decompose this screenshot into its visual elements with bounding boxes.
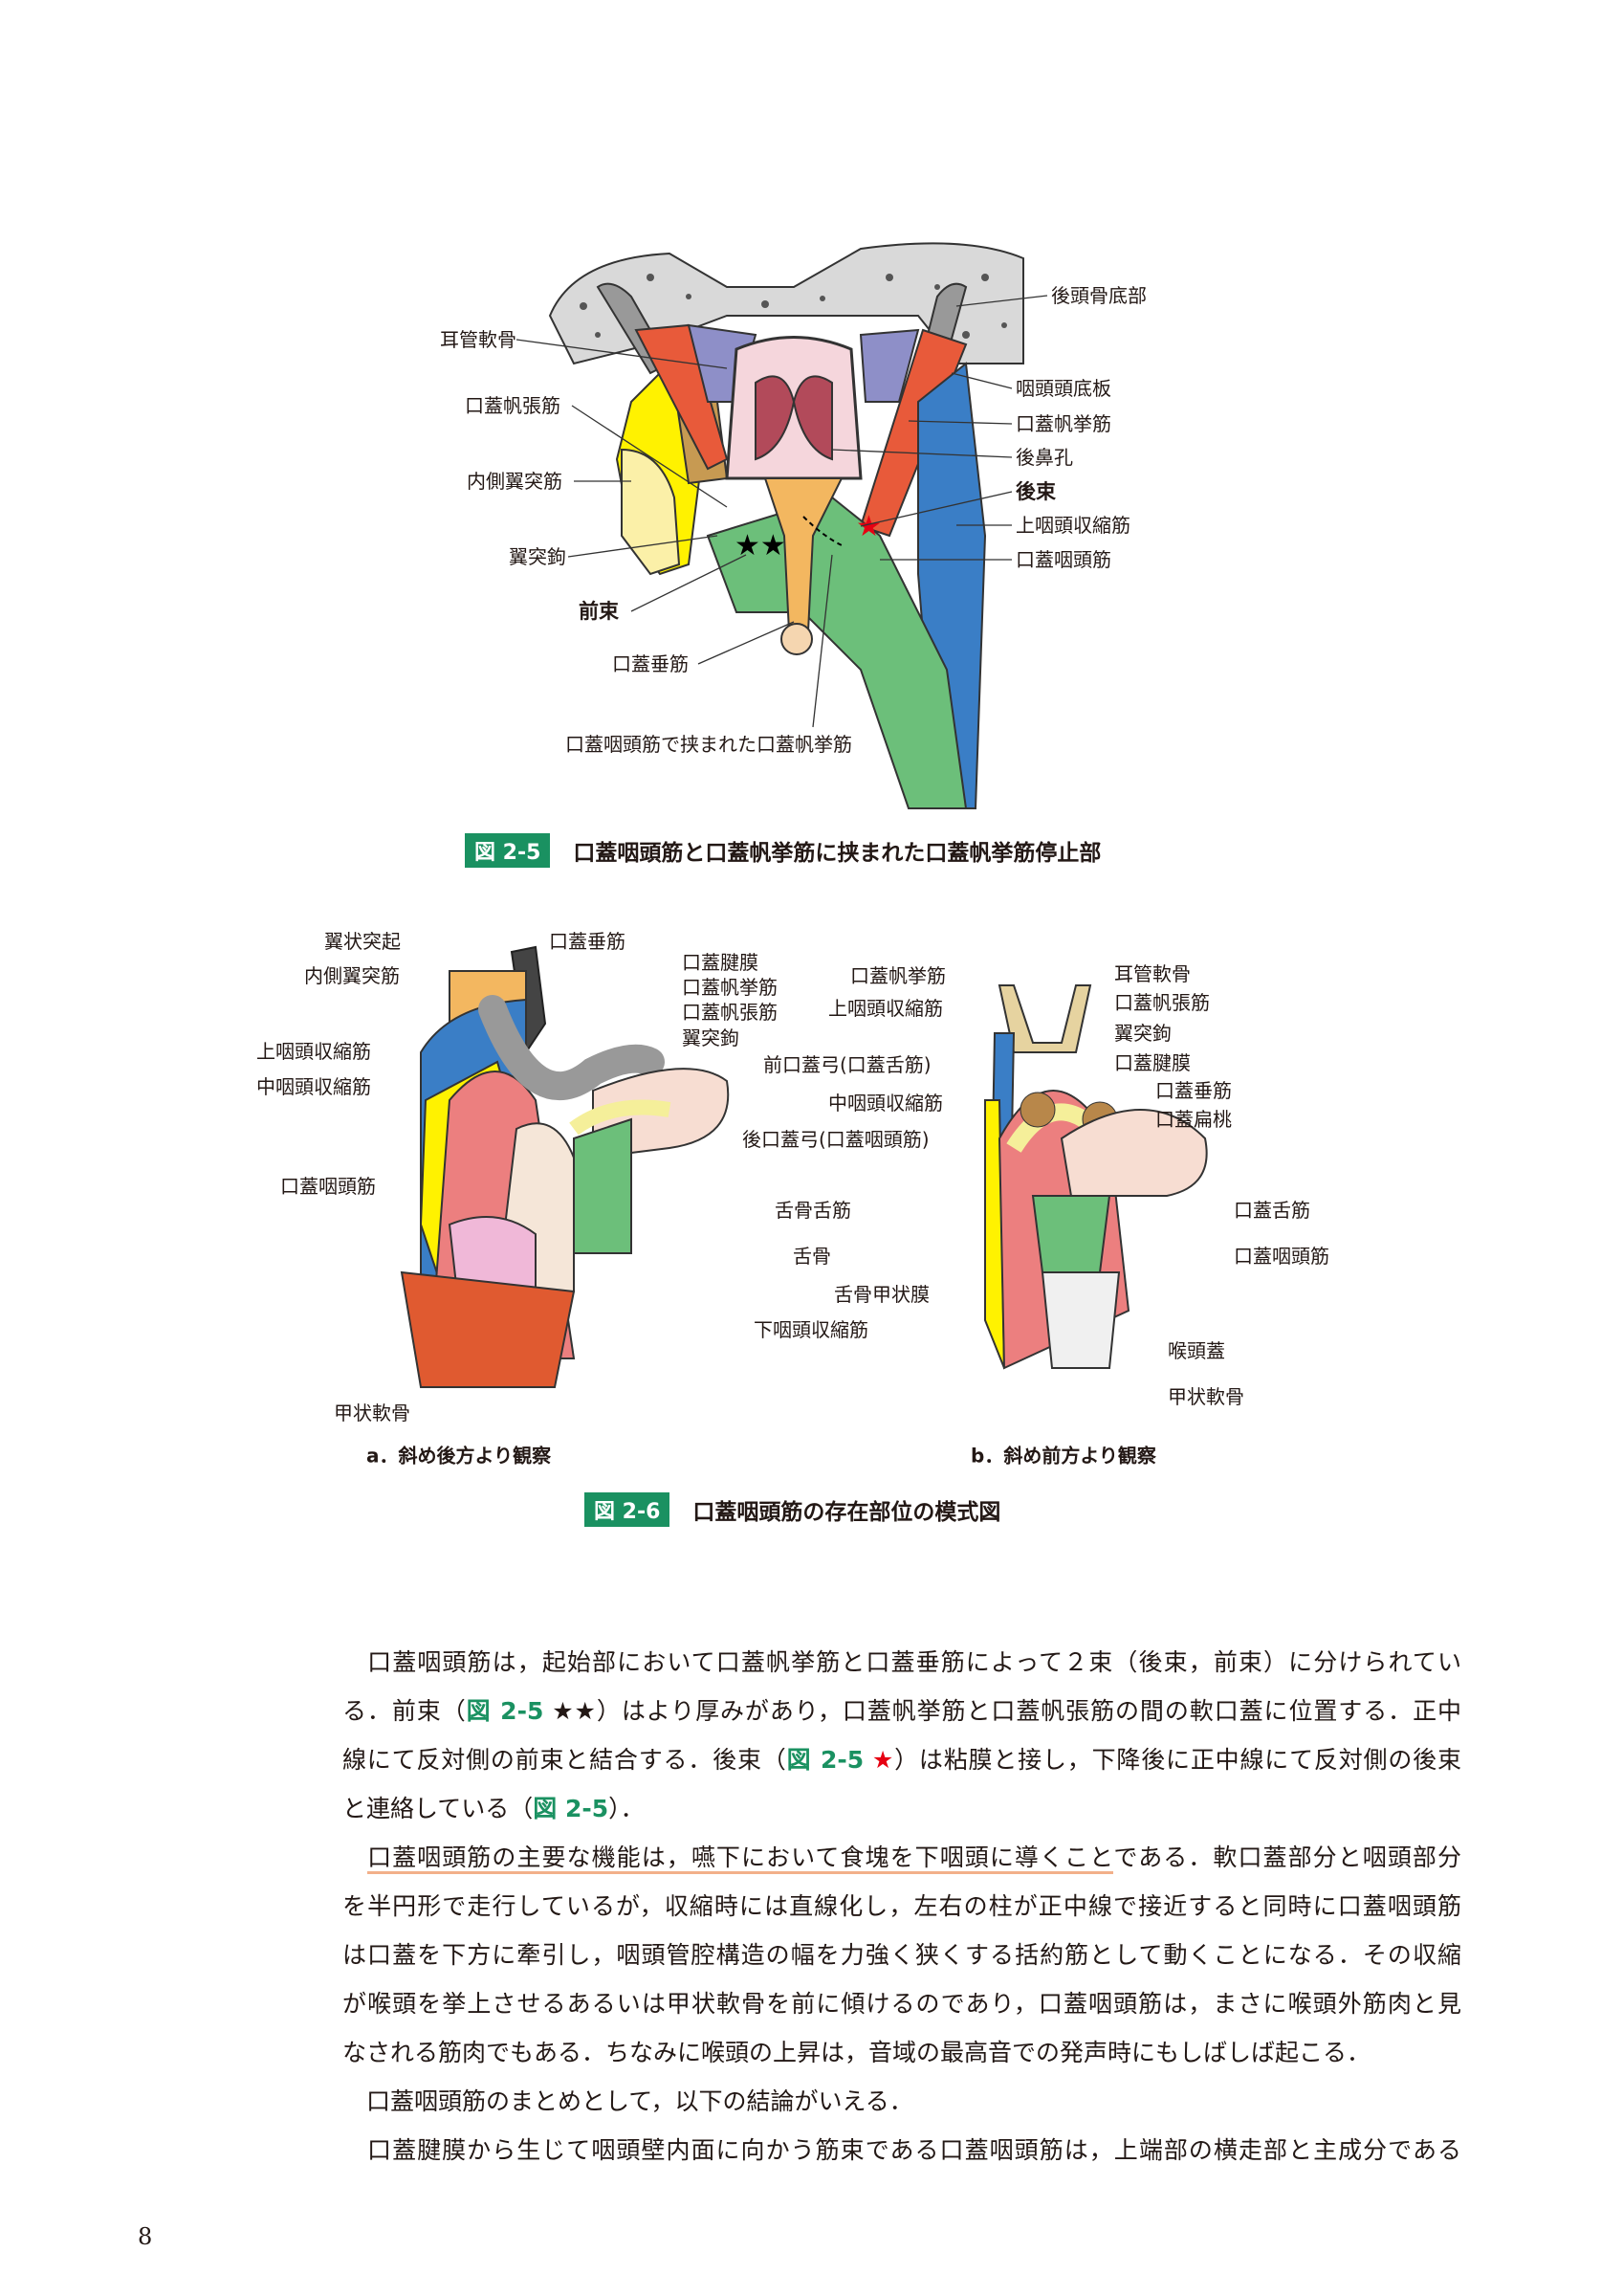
label-anterior-bundle: 前束 <box>579 600 619 623</box>
body-line: を半円形で走行しているが，収縮時には直線化し，左右の柱が正中線で接近すると同時に… <box>342 1882 1461 1931</box>
text-segment: が喉頭を挙上させるあるいは甲状軟骨を前に傾けるのであり，口蓋咽頭筋は，まさに喉頭… <box>342 1990 1461 2018</box>
figure-badge: 図 2-6 <box>584 1492 670 1527</box>
figure-reference: 図 2-5 <box>786 1746 865 1774</box>
body-text: 口蓋咽頭筋は，起始部において口蓋帆挙筋と口蓋垂筋によって２束（後束，前束）に分け… <box>342 1638 1461 2175</box>
body-line: なされる筋肉でもある．ちなみに喉頭の上昇は，音域の最高音での発声時にもしばしば起… <box>342 2028 1461 2077</box>
body-line: 口蓋咽頭筋は，起始部において口蓋帆挙筋と口蓋垂筋によって２束（後束，前束）に分け… <box>342 1638 1461 1687</box>
text-segment: なされる筋肉でもある．ちなみに喉頭の上昇は，音域の最高音での発声時にもしばしば起… <box>342 2039 1371 2066</box>
label-b-tonsil: 口蓋扁桃 <box>1155 1108 1232 1131</box>
text-segment: ★★ <box>543 1697 597 1725</box>
figure-2-6-illustration <box>400 945 1208 1388</box>
label-a-palatopharyngeus: 口蓋咽頭筋 <box>280 1175 376 1198</box>
subcaption-b: b．斜め前方より観察 <box>971 1444 1156 1468</box>
body-line: 口蓋腱膜から生じて咽頭壁内面に向かう筋束である口蓋咽頭筋は，上端部の横走部と主成… <box>342 2126 1461 2175</box>
figure-badge: 図 2-5 <box>465 833 551 868</box>
label-middle-constrictor-center: 中咽頭収縮筋 <box>828 1092 943 1115</box>
label-hyoid: 舌骨 <box>793 1245 831 1268</box>
label-b-tensor: 口蓋帆張筋 <box>1114 991 1210 1014</box>
label-b-aponeurosis: 口蓋腱膜 <box>1114 1051 1191 1074</box>
figure-2-5-illustration: ★★ ★ <box>515 242 1048 809</box>
figure-reference: 図 2-5 <box>533 1795 609 1822</box>
red-star: ★ <box>856 510 882 543</box>
label-a-tensor: 口蓋帆張筋 <box>682 1001 778 1024</box>
text-segment: である．軟口蓋部分と咽頭部分 <box>1113 1843 1461 1871</box>
label-b-uvulae: 口蓋垂筋 <box>1155 1079 1232 1102</box>
label-b-epiglottis: 喉頭蓋 <box>1168 1339 1225 1362</box>
label-hyoglossus: 舌骨舌筋 <box>775 1199 851 1222</box>
label-thyrohyoid-membrane: 舌骨甲状膜 <box>834 1283 930 1306</box>
label-b-tube-cartilage: 耳管軟骨 <box>1114 962 1191 985</box>
label-pharyngobasilar: 咽頭頭底板 <box>1016 377 1111 400</box>
label-a-aponeurosis: 口蓋腱膜 <box>682 951 758 974</box>
text-segment: 線にて反対側の前束と結合する．後束（ <box>342 1746 787 1774</box>
label-a-middle-constrictor: 中咽頭収縮筋 <box>256 1075 371 1098</box>
label-posterior-arch: 後口蓋弓(口蓋咽頭筋) <box>742 1128 930 1151</box>
label-a-hamulus: 翼突鉤 <box>682 1027 739 1049</box>
figure-2-5-caption: 図 2-5 口蓋咽頭筋と口蓋帆挙筋に挟まれた口蓋帆挙筋停止部 <box>465 833 1101 868</box>
label-choanae: 後鼻孔 <box>1016 446 1073 469</box>
label-anterior-arch: 前口蓋弓(口蓋舌筋) <box>763 1053 932 1076</box>
text-segment: と連絡している（ <box>342 1795 534 1822</box>
text-segment: を半円形で走行しているが，収縮時には直線化し，左右の柱が正中線で接近すると同時に… <box>342 1892 1461 1920</box>
label-a-levator: 口蓋帆挙筋 <box>682 976 778 999</box>
text-segment: ）． <box>608 1795 645 1822</box>
label-superior-constrictor: 上咽頭収縮筋 <box>1016 514 1130 537</box>
text-segment: ）はより厚みがあり，口蓋帆挙筋と口蓋帆張筋の間の軟口蓋に位置する．正中 <box>596 1697 1461 1725</box>
body-line: 口蓋咽頭筋の主要な機能は，嚥下において食塊を下咽頭に導くことである．軟口蓋部分と… <box>342 1833 1461 1882</box>
body-line: が喉頭を挙上させるあるいは甲状軟骨を前に傾けるのであり，口蓋咽頭筋は，まさに喉頭… <box>342 1979 1461 2028</box>
figure-2-6b-drawing <box>984 984 1208 1370</box>
label-levator: 口蓋帆挙筋 <box>1016 412 1111 435</box>
label-medial-pterygoid: 内側翼突筋 <box>467 470 562 493</box>
text-segment <box>342 1843 367 1871</box>
black-stars: ★★ <box>735 529 786 563</box>
body-line: る．前束（図 2-5 ★★）はより厚みがあり，口蓋帆挙筋と口蓋帆張筋の間の軟口蓋… <box>342 1687 1461 1735</box>
figure-2-6a-drawing <box>400 945 730 1388</box>
label-hamulus: 翼突鉤 <box>509 545 566 568</box>
label-tube-cartilage: 耳管軟骨 <box>440 328 516 351</box>
text-segment: ）は粘膜と接し，下降後に正中線にて反対側の後束 <box>894 1746 1461 1774</box>
figure-reference: 図 2-5 <box>466 1697 544 1725</box>
highlighted-text: 口蓋咽頭筋の主要な機能は，嚥下において食塊を下咽頭に導くこと <box>367 1843 1114 1874</box>
label-b-hamulus: 翼突鉤 <box>1114 1022 1172 1045</box>
label-occipital-base: 後頭骨底部 <box>1051 284 1147 307</box>
label-a-superior-constrictor: 上咽頭収縮筋 <box>256 1040 371 1063</box>
label-palatopharyngeus: 口蓋咽頭筋 <box>1016 548 1111 571</box>
page-number: 8 <box>138 2223 153 2250</box>
text-segment: は口蓋を下方に牽引し，咽頭管腔構造の幅を力強く狭くする括約筋として動くことになる… <box>342 1941 1461 1969</box>
label-a-medial-pterygoid: 内側翼突筋 <box>304 964 400 987</box>
label-tensor: 口蓋帆張筋 <box>465 394 560 417</box>
text-segment: 口蓋腱膜から生じて咽頭壁内面に向かう筋束である口蓋咽頭筋は，上端部の横走部と主成… <box>342 2136 1461 2164</box>
body-line: と連絡している（図 2-5）． <box>342 1784 1461 1833</box>
subcaption-a: a．斜め後方より観察 <box>366 1444 552 1468</box>
label-posterior-bundle: 後束 <box>1016 480 1056 503</box>
text-segment: 口蓋咽頭筋は，起始部において口蓋帆挙筋と口蓋垂筋によって２束（後束，前束）に分け… <box>342 1648 1461 1676</box>
caption-text: 口蓋咽頭筋と口蓋帆挙筋に挟まれた口蓋帆挙筋停止部 <box>573 841 1102 866</box>
label-b-palatoglossus: 口蓋舌筋 <box>1234 1199 1310 1222</box>
label-sandwiched-levator: 口蓋咽頭筋で挟まれた口蓋帆挙筋 <box>565 733 852 756</box>
text-segment: る．前束（ <box>342 1697 467 1725</box>
figure-2-6-caption: 図 2-6 口蓋咽頭筋の存在部位の模式図 <box>584 1492 1000 1527</box>
label-a-uvulae: 口蓋垂筋 <box>549 930 625 953</box>
body-line: 線にて反対側の前束と結合する．後束（図 2-5 ★）は粘膜と接し，下降後に正中線… <box>342 1735 1461 1784</box>
label-b-palatopharyngeus: 口蓋咽頭筋 <box>1234 1245 1329 1268</box>
text-segment: ★ <box>864 1746 895 1774</box>
label-a-pterygoid-process: 翼状突起 <box>324 930 401 953</box>
text-segment: 口蓋咽頭筋のまとめとして，以下の結論がいえる． <box>342 2087 913 2115</box>
label-b-thyroid-cartilage: 甲状軟骨 <box>1168 1385 1244 1408</box>
caption-text: 口蓋咽頭筋の存在部位の模式図 <box>692 1500 1001 1525</box>
label-b-levator: 口蓋帆挙筋 <box>850 964 946 987</box>
body-line: は口蓋を下方に牽引し，咽頭管腔構造の幅を力強く狭くする括約筋として動くことになる… <box>342 1931 1461 1979</box>
label-uvulae: 口蓋垂筋 <box>612 652 689 675</box>
body-line: 口蓋咽頭筋のまとめとして，以下の結論がいえる． <box>342 2077 1461 2126</box>
label-b-superior-constrictor: 上咽頭収縮筋 <box>828 997 943 1020</box>
label-a-thyroid-cartilage: 甲状軟骨 <box>334 1402 410 1424</box>
label-inferior-constrictor: 下咽頭収縮筋 <box>754 1318 868 1341</box>
